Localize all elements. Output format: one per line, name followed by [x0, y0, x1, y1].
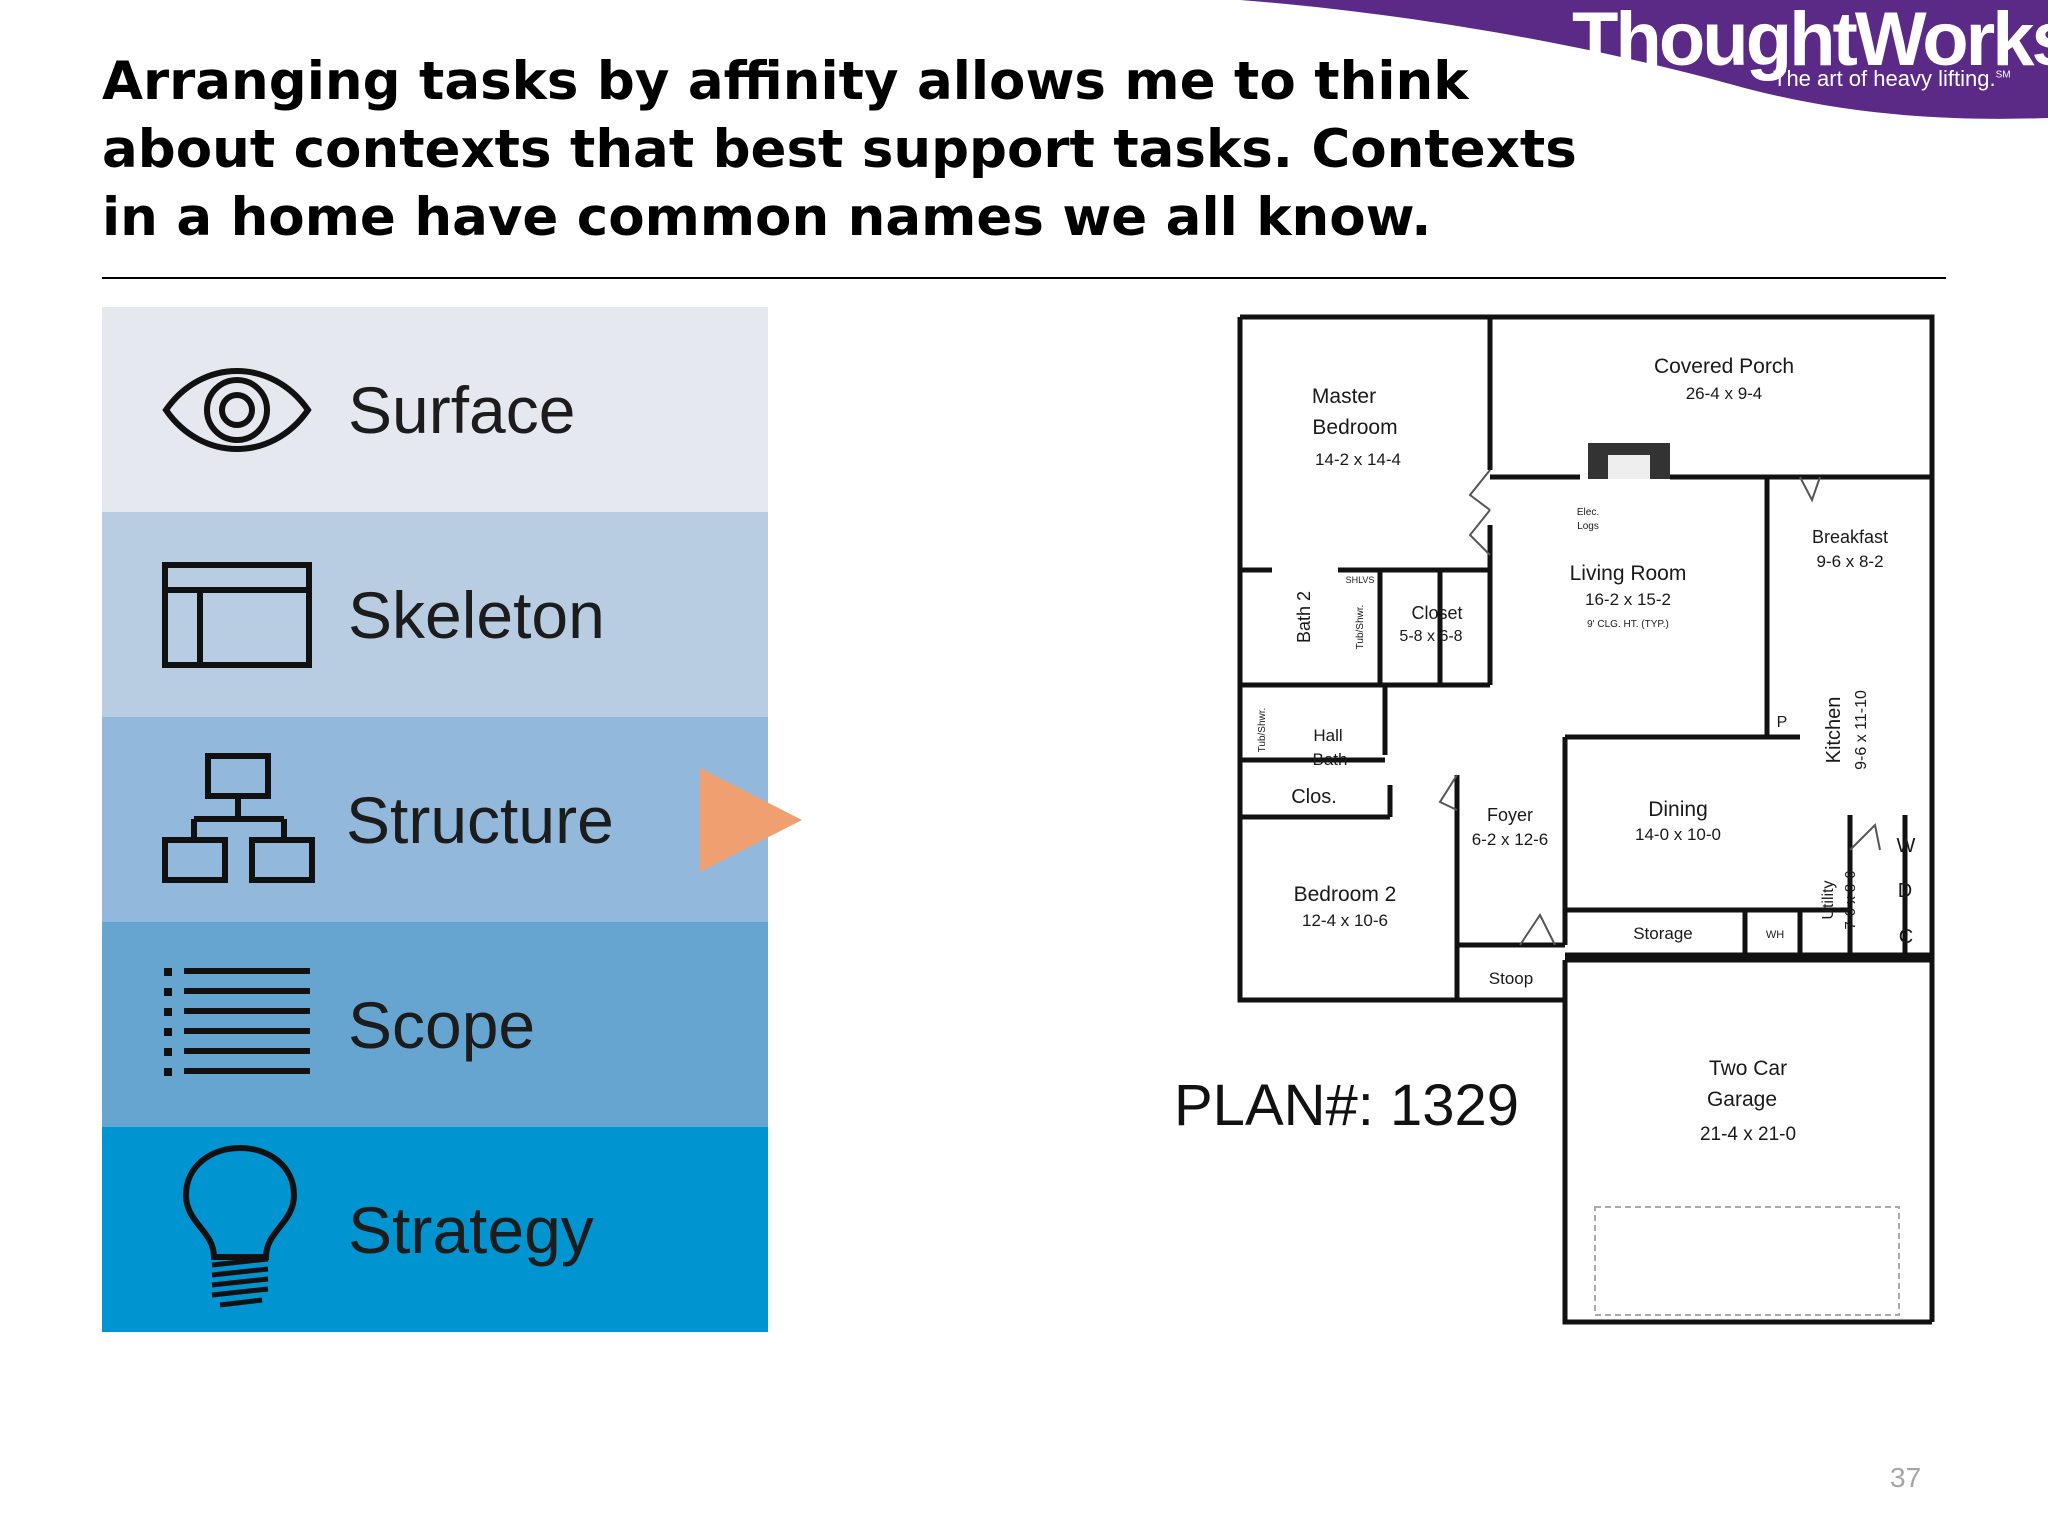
room-garage-line1: Two Car — [1709, 1057, 1787, 1080]
tagline-text: The art of heavy lifting. — [1773, 66, 1996, 91]
wall-exterior — [1237, 317, 1455, 1003]
layer-skeleton: Skeleton — [102, 512, 768, 717]
layer-label-strategy: Strategy — [348, 1192, 594, 1267]
logs-label: Logs — [1577, 521, 1599, 532]
room-porch-size: 26-4 x 9-4 — [1686, 384, 1763, 403]
triangle-pointer-icon — [700, 768, 802, 872]
list-icon — [162, 966, 312, 1089]
tub-shwr-label-2: Tub/Shwr. — [1257, 708, 1268, 753]
brand-logo[interactable]: ThoughtWorks® — [1572, 2, 2048, 78]
dryer-label: D — [1898, 880, 1912, 902]
layer-label-skeleton: Skeleton — [348, 577, 605, 652]
floor-plan: Covered Porch 26-4 x 9-4 Master Bedroom … — [1174, 314, 1935, 1325]
brand-tagline: The art of heavy lifting.SM — [1773, 66, 2011, 92]
room-clos: Clos. — [1291, 786, 1337, 808]
room-closet-name: Closet — [1411, 603, 1462, 623]
layer-label-structure: Structure — [346, 782, 614, 857]
wh-label: WH — [1766, 929, 1784, 941]
layer-label-scope: Scope — [348, 987, 536, 1062]
brand-swoosh — [1240, 0, 2048, 119]
room-utility-size: 7-0 x 8-0 — [1842, 870, 1859, 929]
wall-garage — [1562, 960, 1932, 1325]
brand-name: ThoughtWorks — [1572, 0, 2048, 82]
service-mark: SM — [1995, 69, 2011, 81]
layer-strategy: Strategy — [102, 1127, 768, 1332]
plan-number: PLAN#: 1329 — [1174, 1073, 1519, 1138]
room-closet-size: 5-8 x 6-8 — [1399, 628, 1462, 645]
room-bedroom2-size: 12-4 x 10-6 — [1302, 911, 1388, 930]
washer-label: W — [1897, 835, 1916, 857]
title-divider — [102, 277, 1946, 279]
lightbulb-icon — [182, 1144, 298, 1318]
room-master-line2: Bedroom — [1312, 416, 1397, 439]
room-master-size: 14-2 x 14-4 — [1315, 450, 1401, 469]
layout-icon — [162, 562, 312, 673]
room-dining-size: 14-0 x 10-0 — [1635, 825, 1721, 844]
shlvs-label: SHLVS — [1346, 575, 1375, 585]
room-breakfast-name: Breakfast — [1812, 527, 1888, 547]
room-bath2: Bath 2 — [1294, 591, 1314, 643]
room-living-note: 9' CLG. HT. (TYP.) — [1587, 619, 1669, 630]
room-porch-name: Covered Porch — [1654, 355, 1794, 378]
room-hall-line1: Hall — [1313, 726, 1342, 745]
room-kitchen-size: 9-6 x 11-10 — [1853, 690, 1870, 770]
layer-label-surface: Surface — [348, 372, 576, 447]
layer-surface: Surface — [102, 307, 768, 512]
room-living-size: 16-2 x 15-2 — [1585, 590, 1671, 609]
pantry-label: P — [1777, 714, 1788, 731]
room-garage-line2: Garage — [1707, 1088, 1777, 1111]
closet-c-label: C — [1899, 926, 1913, 948]
layer-scope: Scope — [102, 922, 768, 1127]
room-breakfast-size: 9-6 x 8-2 — [1816, 552, 1883, 571]
room-garage-size: 21-4 x 21-0 — [1700, 1124, 1796, 1145]
room-living-name: Living Room — [1570, 562, 1687, 585]
room-utility-name: Utility — [1820, 880, 1837, 919]
room-dining-name: Dining — [1648, 798, 1708, 821]
garage-door — [1594, 1206, 1900, 1316]
room-storage: Storage — [1633, 924, 1693, 943]
room-foyer-size: 6-2 x 12-6 — [1472, 830, 1549, 849]
room-foyer-name: Foyer — [1487, 805, 1533, 825]
elec-label: Elec. — [1577, 507, 1599, 518]
ux-planes-stack: Surface Skeleton Structure — [102, 307, 768, 1332]
room-kitchen-name: Kitchen — [1823, 697, 1845, 764]
slide-title: Arranging tasks by affinity allows me to… — [102, 51, 1577, 248]
wall-porch-top — [1490, 314, 1935, 1322]
tub-shwr-label-1: Tub/Shwr. — [1355, 605, 1366, 650]
brand-swoosh-shape — [1240, 0, 2048, 119]
stoop-label: Stoop — [1489, 969, 1533, 988]
layer-structure: Structure — [102, 717, 768, 922]
room-hall-line2: Bath — [1313, 750, 1348, 769]
page-number: 37 — [1890, 1462, 1922, 1493]
room-master-line1: Master — [1312, 385, 1376, 408]
hierarchy-icon — [162, 753, 316, 888]
room-bedroom2-name: Bedroom 2 — [1294, 883, 1397, 906]
eye-icon — [162, 362, 312, 463]
